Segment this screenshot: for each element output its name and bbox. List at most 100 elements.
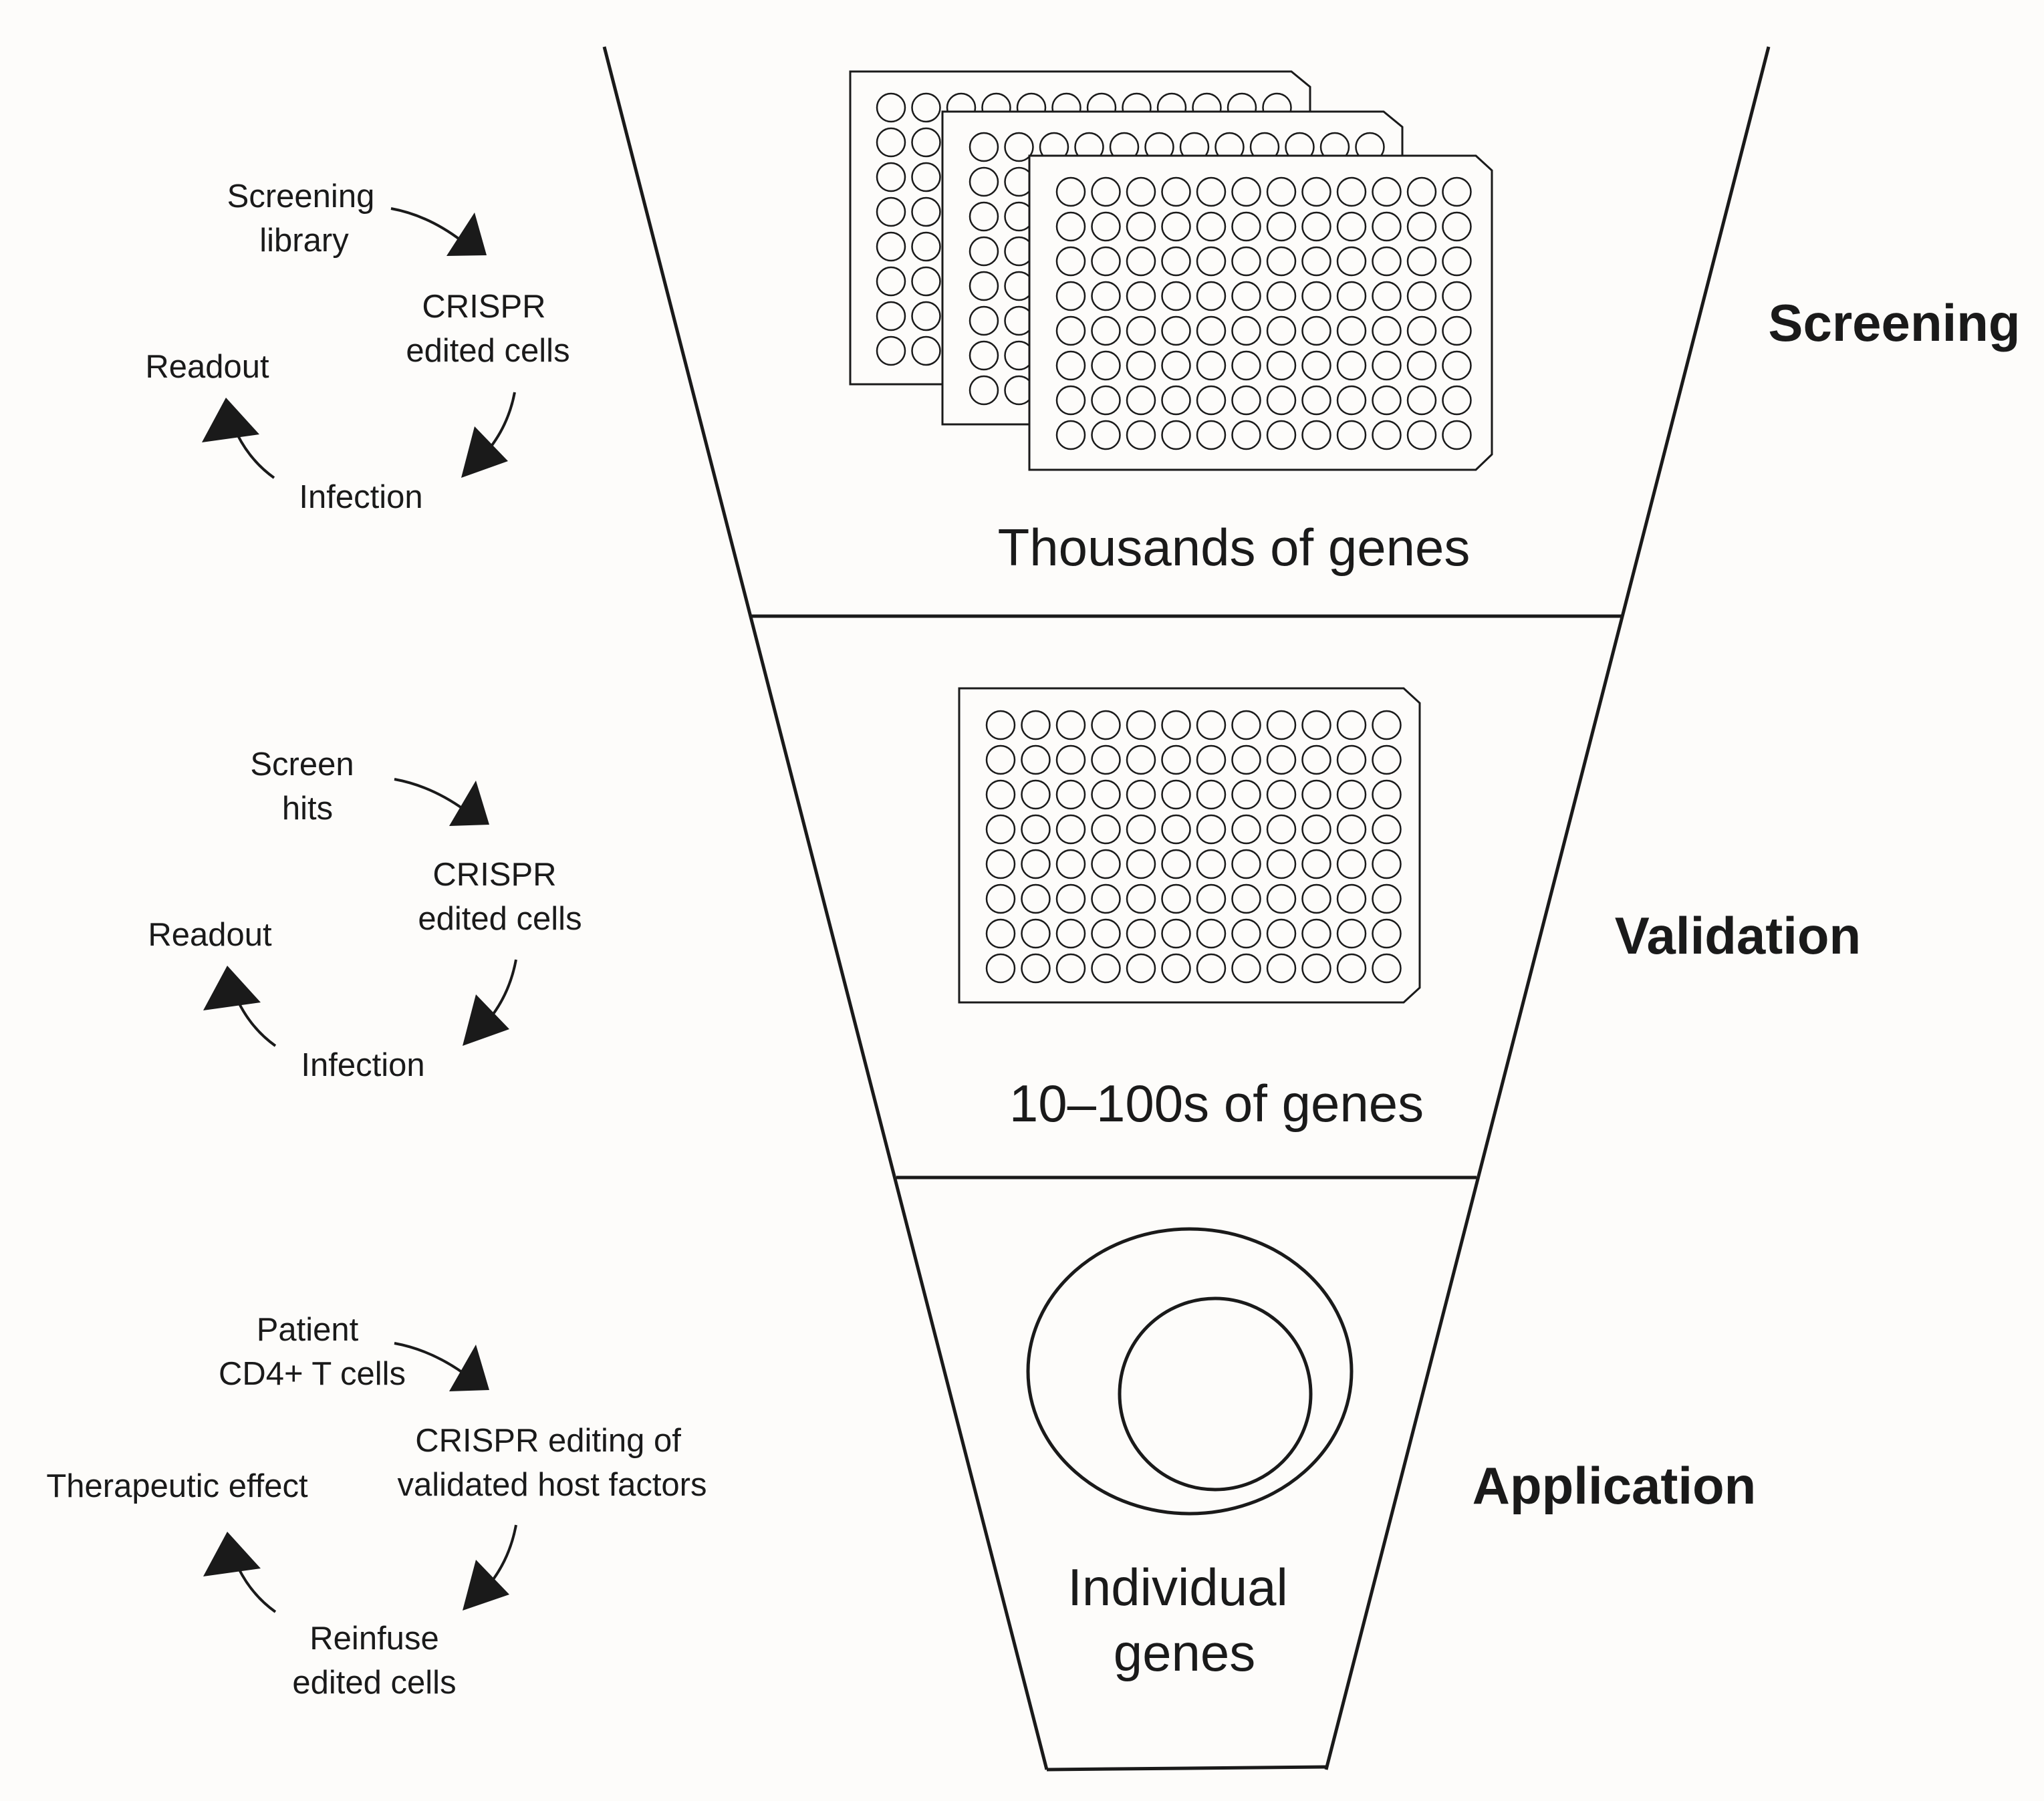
well (1406, 315, 1437, 346)
well (1372, 953, 1402, 984)
well (1091, 176, 1121, 207)
well (1372, 814, 1402, 845)
well (1161, 744, 1191, 775)
well (1091, 420, 1121, 450)
application-cycle-input-line2: CD4+ T cells (219, 1356, 406, 1392)
validation-gene-count: 10–100s of genes (1009, 1074, 1424, 1133)
well (1055, 849, 1086, 879)
well (1231, 710, 1261, 740)
well (1442, 281, 1472, 311)
well (1055, 814, 1086, 845)
well (876, 127, 906, 158)
well (1266, 315, 1297, 346)
well (1126, 849, 1156, 879)
well (1196, 814, 1227, 845)
well (1301, 211, 1331, 242)
well (1231, 385, 1261, 416)
cell-nucleus (1118, 1296, 1313, 1492)
well (1161, 883, 1191, 914)
screening-cycle-step: Infection (299, 479, 422, 515)
well (1406, 211, 1437, 242)
well (1161, 420, 1191, 450)
well (1301, 710, 1331, 740)
well (1301, 350, 1331, 381)
well (1231, 953, 1261, 984)
well (1161, 246, 1191, 277)
well (1091, 744, 1121, 775)
well (1161, 779, 1191, 810)
well (1055, 918, 1086, 949)
well (1231, 281, 1261, 311)
well (911, 301, 941, 331)
arrowhead-icon (449, 1345, 489, 1391)
well (1266, 211, 1297, 242)
plate-icon (958, 687, 1421, 1004)
screening-cycle-arrow-1 (390, 207, 487, 256)
well (969, 166, 999, 197)
well (1055, 281, 1086, 311)
curved-arrow-shaft (394, 1342, 466, 1375)
well (1406, 246, 1437, 277)
screening-cycle-input-line1: Screening (227, 178, 375, 215)
well (1301, 814, 1331, 845)
well (985, 779, 1016, 810)
plate-front (1028, 154, 1493, 471)
well (1055, 350, 1086, 381)
well (1021, 953, 1051, 984)
well (1336, 883, 1367, 914)
curved-arrow-shaft (237, 1002, 277, 1047)
well (1091, 814, 1121, 845)
well (1091, 315, 1121, 346)
well (911, 335, 941, 366)
arrowhead-icon (461, 426, 508, 478)
well (985, 918, 1016, 949)
well (1442, 315, 1472, 346)
well (1231, 814, 1261, 845)
well (1231, 883, 1261, 914)
well (1126, 281, 1156, 311)
well (876, 231, 906, 262)
well (1091, 246, 1121, 277)
well (1196, 281, 1227, 311)
well (1021, 918, 1051, 949)
well (985, 814, 1016, 845)
validation-cycle-arrow-3 (203, 966, 277, 1047)
well (1266, 779, 1297, 810)
well (1372, 779, 1402, 810)
well (969, 305, 999, 336)
screening-cycle-arrow-2 (461, 392, 516, 478)
well (1406, 350, 1437, 381)
well (1126, 918, 1156, 949)
well (1301, 883, 1331, 914)
cell-membrane (1026, 1227, 1354, 1516)
well (985, 710, 1016, 740)
stacked-plates-icon (849, 70, 1493, 471)
well (1266, 883, 1297, 914)
well (1301, 744, 1331, 775)
well (1196, 953, 1227, 984)
application-cycle: Patient CD4+ T cells CRISPR editing of v… (46, 1312, 707, 1701)
well (985, 883, 1016, 914)
well (1231, 849, 1261, 879)
well (1266, 849, 1297, 879)
well (1055, 883, 1086, 914)
well (1336, 176, 1367, 207)
well (911, 162, 941, 192)
well (1126, 779, 1156, 810)
validation-cycle-edit-line1: CRISPR (432, 857, 556, 893)
well (1055, 315, 1086, 346)
well (969, 236, 999, 267)
well (1161, 849, 1191, 879)
well (911, 92, 941, 123)
curved-arrow-shaft (390, 207, 463, 242)
well (1231, 779, 1261, 810)
well (1336, 211, 1367, 242)
well (1196, 176, 1227, 207)
curved-arrow-shaft (394, 778, 466, 811)
well (1196, 710, 1227, 740)
well (1372, 918, 1402, 949)
validation-stage-label: Validation (1615, 906, 1861, 965)
well (1231, 918, 1261, 949)
screening-stage-label: Screening (1768, 293, 2020, 352)
well (969, 271, 999, 301)
